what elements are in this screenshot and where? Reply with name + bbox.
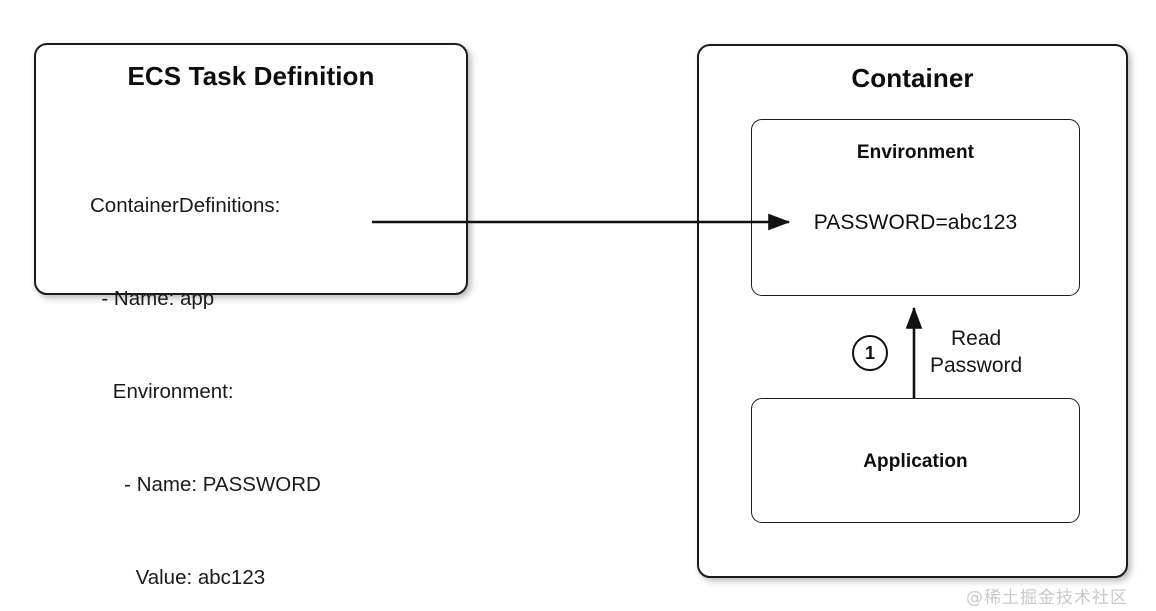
application-box: Application	[751, 398, 1080, 523]
yaml-line-value-abc123: Value: abc123	[90, 566, 266, 589]
yaml-line-name-app: - Name: app	[90, 287, 215, 310]
read-password-label-line-2: Password	[930, 354, 1023, 377]
task-definition-password-entry: - Name: PASSWORD	[90, 473, 321, 496]
yaml-line-container-definitions: ContainerDefinitions:	[90, 194, 281, 217]
environment-box: Environment PASSWORD=abc123	[751, 119, 1080, 296]
environment-title: Environment	[856, 142, 975, 163]
environment-password-entry: PASSWORD=abc123	[813, 211, 1018, 234]
task-definition-yaml-block: ContainerDefinitions: - Name: app Enviro…	[90, 128, 321, 611]
step-badge-1: 1	[852, 335, 888, 371]
watermark: @稀土掘金技术社区	[966, 588, 1128, 608]
ecs-task-definition-title: ECS Task Definition	[127, 61, 375, 91]
read-password-label-line-1: Read	[951, 327, 1002, 350]
read-password-label: Read Password	[930, 325, 1022, 379]
container-title: Container	[851, 63, 974, 93]
ecs-task-definition-box: ECS Task Definition	[34, 43, 468, 295]
yaml-line-environment: Environment:	[90, 380, 234, 403]
application-title: Application	[863, 451, 968, 472]
